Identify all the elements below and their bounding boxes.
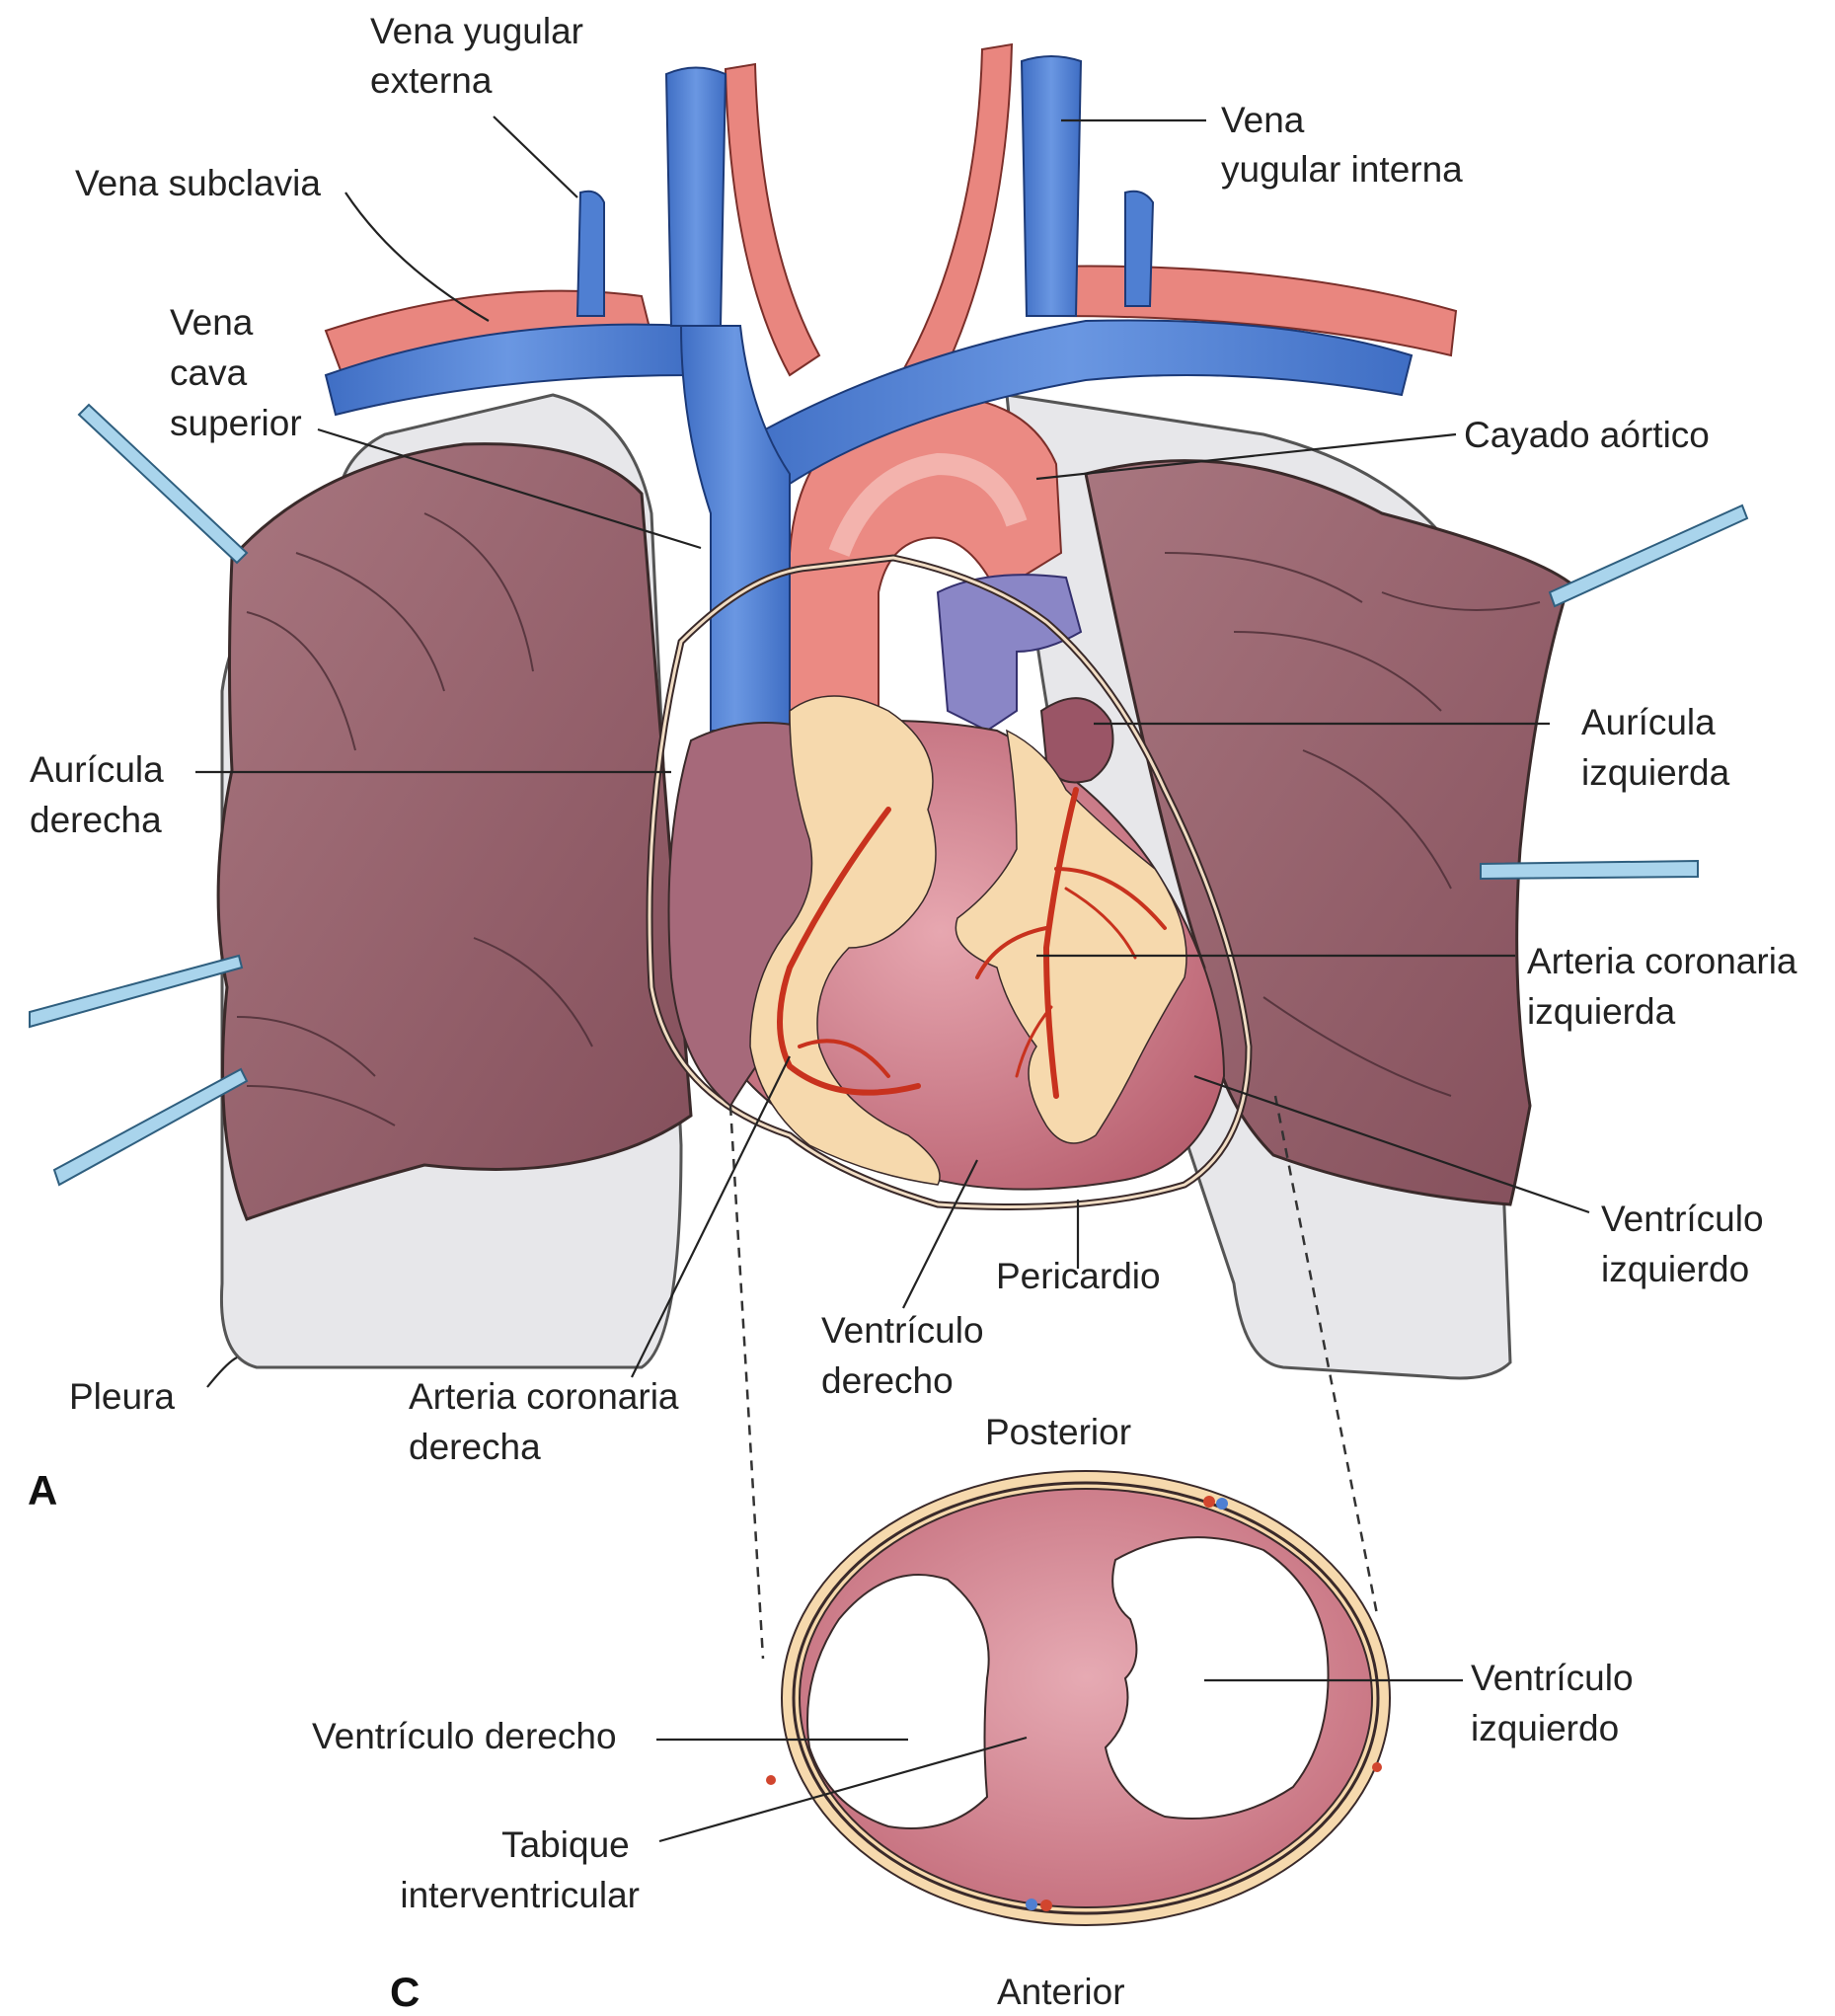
label-pleura: Pleura	[69, 1376, 175, 1417]
label-cayado-aortico: Cayado aórtico	[1464, 415, 1710, 455]
label-vena-cava-superior: Vena cava superior	[170, 302, 302, 443]
right-lung	[218, 444, 691, 1219]
label-ventriculo-derecho-a: Ventrículo derecho	[821, 1310, 994, 1401]
superior-vena-cava	[681, 326, 790, 731]
left-internal-jugular	[1022, 56, 1081, 316]
label-vena-yugular-interna: Vena yugular interna	[1221, 100, 1463, 190]
right-external-jugular	[577, 192, 604, 316]
left-external-jugular	[1125, 192, 1153, 306]
left-ventricle-cavity	[1106, 1537, 1329, 1819]
ventricular-cross-section	[766, 1471, 1390, 1925]
label-ventriculo-izquierdo-c: Ventrículo izquierdo	[1471, 1658, 1644, 1748]
label-anterior: Anterior	[997, 1972, 1125, 2012]
label-ventriculo-izquierdo-a: Ventrículo izquierdo	[1601, 1199, 1774, 1289]
label-posterior: Posterior	[985, 1412, 1131, 1452]
left-carotid-artery	[903, 44, 1012, 385]
panel-label-a: A	[28, 1467, 57, 1513]
panel-label-c: C	[390, 1969, 420, 2015]
label-ventriculo-derecho-c: Ventrículo derecho	[312, 1716, 617, 1756]
label-pericardio: Pericardio	[996, 1256, 1161, 1296]
right-internal-jugular	[666, 68, 726, 327]
label-arteria-coronaria-izquierda: Arteria coronaria izquierda	[1527, 941, 1807, 1032]
label-tabique-interventricular: Tabique interventricular	[400, 1824, 640, 1915]
label-auricula-derecha: Aurícula derecha	[30, 749, 174, 840]
label-arteria-coronaria-derecha: Arteria coronaria derecha	[409, 1376, 689, 1467]
label-vena-subclavia: Vena subclavia	[75, 163, 321, 203]
label-vena-yugular-externa: Vena yugular externa	[370, 11, 593, 101]
label-auricula-izquierda: Aurícula izquierda	[1581, 702, 1730, 793]
